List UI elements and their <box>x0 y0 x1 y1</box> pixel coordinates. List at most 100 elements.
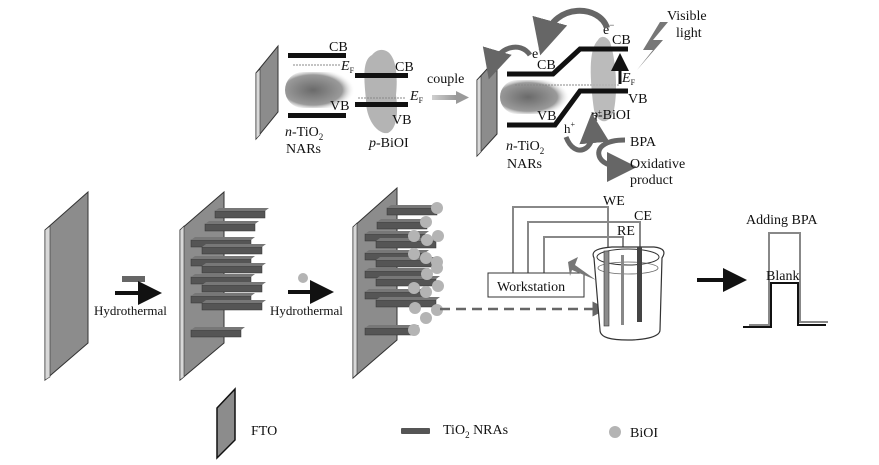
bioi-particle <box>432 230 444 242</box>
bioi-particle <box>432 280 444 292</box>
bioi-vb-line <box>355 102 408 107</box>
bioi-blob-icon <box>364 49 398 134</box>
bioi-particle <box>421 268 433 280</box>
tio2-rod <box>214 210 266 219</box>
tio2-rod-top <box>377 219 431 222</box>
tio2-rod-top <box>191 256 255 259</box>
legend-fto-icon <box>216 387 236 460</box>
re-label: RE <box>617 224 635 239</box>
tio2-rod <box>386 207 438 216</box>
tio2-rod-array <box>190 208 269 338</box>
couple-arrow: couple <box>427 72 469 104</box>
tio2-glow <box>500 80 570 114</box>
tio2-rod <box>364 327 416 336</box>
tio2-rod-top <box>202 300 266 303</box>
oxidative-label: Oxidative <box>630 157 685 172</box>
bioi-vb-label: VB <box>628 92 647 107</box>
bioi-particle <box>431 202 443 214</box>
bioi-particle <box>420 312 432 324</box>
beaker <box>592 246 665 341</box>
step2-label: Hydrothermal <box>270 303 343 318</box>
bioi-particle <box>420 252 432 264</box>
blank-label: Blank <box>766 269 799 284</box>
bioi-particle <box>408 282 420 294</box>
tio2-rod <box>375 278 437 287</box>
electrochemical-cell: Workstation WE CE RE <box>487 194 665 341</box>
tio2-name-line2: NARs <box>507 157 542 172</box>
bioi-blob-icon <box>590 36 617 122</box>
bioi-particle <box>408 248 420 260</box>
tio2-rod-top <box>387 205 441 208</box>
rod-icon <box>122 276 145 282</box>
tio2-cb-label: CB <box>329 40 348 55</box>
bioi-ef-label: EF <box>409 89 424 105</box>
tio2-rod <box>201 265 263 274</box>
bioi-particle <box>421 234 433 246</box>
tio2-rod <box>204 223 256 232</box>
bpa-curve <box>749 232 828 326</box>
legend-tio2-label: TiO2 NRAs <box>443 423 508 440</box>
photocurrent-response: Adding BPA Blank <box>743 213 828 328</box>
fto-with-tio2-bioi <box>352 186 444 380</box>
tio2-rod-top <box>202 282 266 285</box>
ce-wire <box>527 221 641 273</box>
tio2-rod-top <box>191 293 255 296</box>
bioi-particle <box>431 304 443 316</box>
band-diagram-after: e− CB e− CB EF VB VB p-BiOI h+ h+ n-TiO2… <box>476 7 707 188</box>
tio2-rod-top <box>202 244 266 247</box>
tio2-ef-label: EF <box>340 59 355 75</box>
hplus-tio2: h+ <box>564 120 576 136</box>
counter-electrode <box>637 247 642 322</box>
bioi-e-label: e− <box>603 20 614 38</box>
tio2-rod-top <box>215 208 269 211</box>
bioi-particle <box>408 324 420 336</box>
tio2-rod <box>376 221 428 230</box>
visible-light-label-2: light <box>676 26 702 41</box>
bioi-particle <box>431 262 443 274</box>
tio2-name-line2: NARs <box>286 142 321 157</box>
step1-arrow: Hydrothermal <box>94 276 167 318</box>
tio2-rod-top <box>191 237 255 240</box>
tio2-rod <box>190 329 242 338</box>
legend: FTO TiO2 NRAs BiOI <box>216 387 658 460</box>
bioi-name: p-BiOI <box>368 136 409 151</box>
tio2-rod <box>201 302 263 311</box>
tio2-rod-top <box>205 221 259 224</box>
tio2-rod <box>201 246 263 255</box>
legend-tio2-icon <box>401 428 430 434</box>
we-label: WE <box>603 194 625 209</box>
bioi-particle <box>420 216 432 228</box>
tio2-glow <box>285 72 355 108</box>
bioi-particle <box>409 302 421 314</box>
bioi-icon <box>298 273 308 283</box>
workstation-label: Workstation <box>497 280 565 295</box>
fto-with-tio2 <box>179 190 269 382</box>
band-diagram-before: CB EF VB n-TiO2 NARs CB EF VB p-BiOI <box>255 40 424 157</box>
fto-plate-icon <box>255 44 279 141</box>
electron-transfer-arrow-fto <box>482 44 533 80</box>
tio2-rod-top <box>376 297 440 300</box>
tio2-rod-top <box>365 268 429 271</box>
bpa-label: BPA <box>630 135 657 150</box>
arrow-right-icon <box>456 91 469 104</box>
reference-electrode <box>621 255 624 325</box>
adding-bpa-label: Adding BPA <box>746 213 818 228</box>
bioi-cb-line <box>355 73 408 78</box>
electron-transfer-arrow <box>532 7 610 56</box>
lightning-icon <box>568 257 596 280</box>
legend-bioi-icon <box>609 426 621 438</box>
tio2-bioi-rod-array <box>364 202 444 336</box>
ce-label: CE <box>634 209 652 224</box>
tio2-cb-line <box>288 53 346 58</box>
product-label: product <box>630 173 673 188</box>
oxidation-arrow <box>596 137 637 182</box>
tio2-vb-label: VB <box>537 109 556 124</box>
tio2-rod-top <box>191 327 245 330</box>
tio2-name: n-TiO2 <box>285 125 323 142</box>
step2-arrow: Hydrothermal <box>270 273 343 318</box>
bioi-particle <box>408 230 420 242</box>
bioi-ef-label: EF <box>621 71 636 87</box>
workstation-box <box>487 272 585 298</box>
